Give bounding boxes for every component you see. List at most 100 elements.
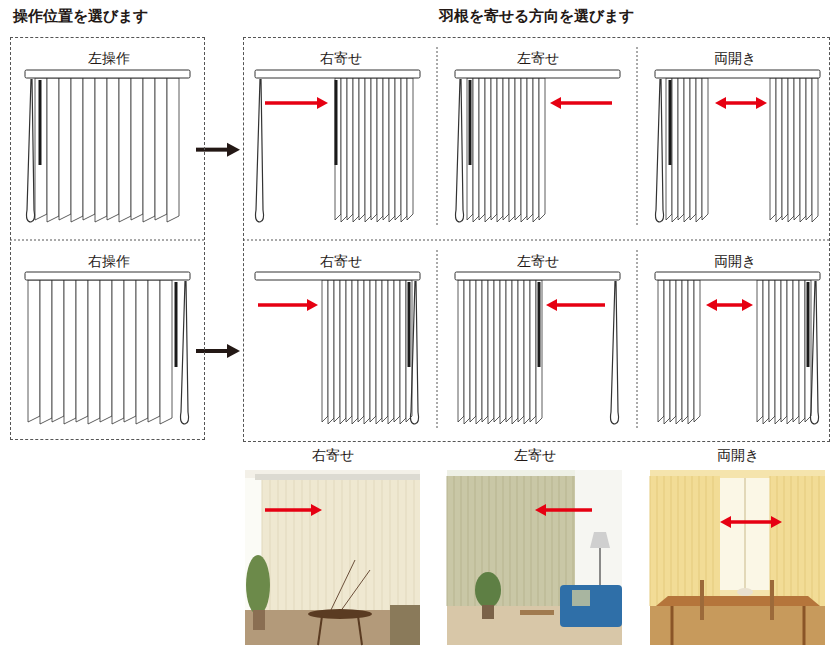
blind-slat [155, 78, 167, 220]
blind-slat [88, 280, 100, 424]
photo-caption: 左寄せ [447, 447, 622, 464]
operation-wand [175, 282, 178, 367]
blind-slat [497, 78, 503, 222]
blind-slat [799, 280, 805, 424]
option-label: 左寄せ [438, 50, 638, 67]
photo-panel: 左寄せ [447, 445, 622, 645]
vertical-blind [25, 272, 190, 424]
operation-wand [469, 80, 472, 165]
blind-slat [334, 280, 340, 422]
blind-slat [473, 78, 479, 222]
flow-arrow [196, 344, 240, 358]
photo-caption: 右寄せ [245, 447, 420, 464]
blind-slat [358, 280, 364, 422]
blind-slat [658, 280, 664, 422]
blind-slat [684, 78, 690, 222]
operation-wand [538, 282, 541, 367]
option-cell: 右寄せ [244, 38, 438, 241]
direction-arrow [720, 516, 782, 528]
photo-caption: 両開き [650, 447, 825, 464]
blind-slat [353, 78, 359, 222]
option-cell: 左操作 [11, 38, 206, 241]
flow-arrow [196, 143, 240, 157]
blind-slat [377, 78, 383, 222]
option-label: 右操作 [11, 253, 206, 270]
blind-slat [112, 280, 124, 424]
option-cell: 左寄せ [438, 241, 638, 443]
blind-slat [328, 280, 334, 424]
blind-slat [28, 280, 40, 422]
head-rail [655, 272, 820, 280]
blind-slat [781, 280, 787, 422]
blind-slat [787, 280, 793, 424]
option-label: 両開き [638, 253, 831, 270]
blind-slat [488, 280, 494, 424]
blind-slat [395, 78, 401, 220]
head-rail [25, 70, 190, 78]
option-label: 右寄せ [244, 50, 438, 67]
blind-slat [407, 78, 413, 220]
option-label: 左寄せ [438, 253, 638, 270]
blind-slat [794, 78, 800, 220]
blind-slat [364, 280, 370, 424]
blind-slat [401, 78, 407, 222]
cord-loop [456, 79, 464, 222]
blind-slat [100, 280, 112, 422]
direction-arrow [265, 97, 328, 109]
blind-slat [470, 280, 476, 422]
vertical-blind [655, 272, 820, 424]
blind-slat [160, 280, 172, 424]
blind-slat [376, 280, 382, 424]
option-label: 左操作 [11, 50, 206, 67]
dashed-divider [437, 47, 438, 225]
blind-slat [670, 280, 676, 422]
blind-slat [494, 280, 500, 422]
direction-arrow [715, 97, 767, 109]
blind-slat [515, 78, 521, 220]
blind-slat [482, 280, 488, 422]
head-rail [255, 272, 420, 280]
blind-slat [539, 78, 545, 220]
blind-slat [322, 280, 328, 422]
blind-slat [491, 78, 497, 220]
blind-slat [776, 78, 782, 222]
cord-loop [656, 79, 664, 222]
blind-slat [167, 78, 179, 222]
head-rail [255, 70, 420, 78]
blind-slat [527, 78, 533, 220]
blind-slat [35, 78, 47, 220]
blind-slat [335, 78, 341, 220]
operation-wand [408, 282, 411, 367]
head-rail [455, 70, 620, 78]
vertical-blind [655, 70, 820, 222]
blind-slat [119, 78, 131, 222]
blind-slat [382, 280, 388, 422]
blind-slat [59, 78, 71, 220]
blind-slat [83, 78, 95, 220]
blind-slat [509, 78, 515, 222]
option-cell: 両開き [638, 38, 831, 241]
blind-slat [95, 78, 107, 222]
operation-wand [335, 80, 338, 165]
blind-slat [500, 280, 506, 424]
vertical-blind [25, 70, 190, 222]
operation-wand [39, 80, 42, 165]
blind-slat [696, 78, 702, 222]
blind-slat [769, 280, 775, 422]
blind-slat [76, 280, 88, 422]
blind-slat [143, 78, 155, 222]
blind-slat [359, 78, 365, 220]
option-group: 操作位置を選びます左操作右操作 [10, 37, 205, 440]
option-group: 羽根を寄せる方向を選びます右寄せ左寄せ両開き右寄せ左寄せ両開き [243, 37, 830, 442]
blind-slat [666, 78, 672, 220]
blind-slat [775, 280, 781, 424]
option-cell: 両開き [638, 241, 831, 443]
head-rail [655, 70, 820, 78]
blind-slat [676, 280, 682, 424]
vertical-blind [455, 272, 620, 424]
blind-slat [394, 280, 400, 422]
section-heading: 羽根を寄せる方向を選びます [244, 7, 829, 25]
blind-slat [464, 280, 470, 424]
